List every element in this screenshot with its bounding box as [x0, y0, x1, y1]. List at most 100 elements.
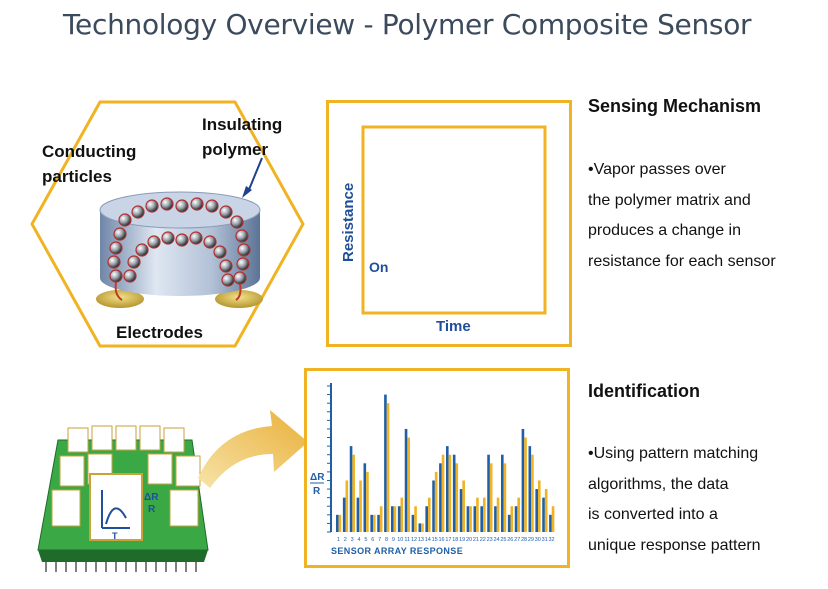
- page-title: Technology Overview - Polymer Composite …: [63, 8, 752, 41]
- bar-sensor-31-gold: [544, 489, 548, 532]
- bar-sensor-10-blue: [397, 506, 401, 532]
- resistance-plot-frame: [326, 100, 572, 347]
- x-tick-26: 26: [507, 537, 513, 543]
- label-conducting: Conducting: [42, 142, 137, 161]
- bar-sensor-16-gold: [441, 454, 445, 532]
- bar-sensor-23-gold: [489, 463, 493, 532]
- bar-sensor-28-gold: [524, 437, 527, 532]
- mechanism-line-3: produces a change in: [588, 222, 741, 239]
- x-tick-1: 1: [337, 537, 340, 543]
- x-tick-19: 19: [459, 537, 465, 543]
- x-tick-2: 2: [344, 537, 347, 543]
- on-label: On: [369, 259, 388, 275]
- bar-sensor-20-blue: [466, 506, 470, 532]
- bar-sensor-15-gold: [434, 471, 438, 532]
- bar-sensor-20-gold: [469, 506, 472, 532]
- bar-sensor-8-gold: [386, 403, 390, 532]
- bar-sensor-5-blue: [363, 463, 367, 532]
- bar-sensor-9-blue: [391, 506, 394, 532]
- identification-line-3: is converted into a: [588, 506, 718, 523]
- chip-tile-curve: [101, 490, 130, 529]
- bar-sensor-26-blue: [507, 514, 511, 532]
- insulating-arrow-head: [242, 186, 252, 198]
- bar-sensor-31-blue: [542, 497, 545, 532]
- conducting-particles: [107, 197, 251, 287]
- bar-sensor-23-blue: [487, 454, 490, 532]
- bar-sensor-12-gold: [414, 506, 417, 532]
- bar-sensor-26-gold: [510, 506, 514, 532]
- x-tick-6: 6: [371, 537, 374, 543]
- label-electrodes: Electrodes: [116, 323, 203, 342]
- identification-text: •Using pattern matching algorithms, the …: [588, 439, 761, 561]
- x-tick-22: 22: [480, 537, 486, 543]
- bar-sensor-9-gold: [393, 506, 397, 532]
- hexagon-frame: [30, 100, 305, 348]
- x-tick-15: 15: [432, 537, 438, 543]
- bar-sensor-3-blue: [349, 446, 353, 532]
- bar-sensor-29-gold: [531, 454, 534, 532]
- bar-sensor-4-blue: [356, 497, 360, 532]
- bar-sensor-22-gold: [482, 497, 486, 532]
- x-tick-9: 9: [392, 537, 395, 543]
- bar-sensor-19-blue: [459, 489, 463, 532]
- bar-sensor-32-blue: [549, 514, 552, 532]
- sensor-hexagon-diagram: [30, 100, 305, 348]
- bar-sensor-2-blue: [342, 497, 346, 532]
- x-tick-5: 5: [364, 537, 367, 543]
- x-tick-16: 16: [439, 537, 445, 543]
- bar-sensor-8-blue: [384, 394, 387, 532]
- x-tick-10: 10: [397, 537, 403, 543]
- mechanism-line-4: resistance for each sensor: [588, 252, 776, 270]
- bar-sensor-19-gold: [462, 480, 465, 532]
- bar-sensor-2-gold: [345, 480, 349, 532]
- x-tick-13: 13: [418, 537, 424, 543]
- right-electrode: [215, 290, 263, 308]
- left-lead-wire: [114, 281, 123, 301]
- resistance-axis-label: Resistance: [340, 183, 357, 262]
- bar-sensor-17-gold: [448, 454, 452, 532]
- response-bars: [336, 394, 555, 532]
- bar-sensor-11-blue: [404, 428, 408, 532]
- chip-pins: [45, 562, 197, 572]
- bar-sensor-30-blue: [535, 489, 538, 532]
- label-insulating: Insulating: [202, 115, 283, 134]
- response-xlabel: SENSOR ARRAY RESPONSE: [331, 546, 463, 556]
- bar-sensor-11-gold: [407, 437, 410, 532]
- time-axis-label: Time: [436, 318, 471, 335]
- bar-sensor-18-blue: [452, 454, 456, 532]
- label-particles: particles: [42, 167, 112, 186]
- x-tick-18: 18: [452, 537, 458, 543]
- insulating-arrow: [247, 157, 263, 193]
- chip-board-edge: [38, 550, 208, 562]
- x-tick-28: 28: [521, 537, 527, 543]
- resistance-plot-axes-box: [361, 125, 547, 315]
- bar-sensor-21-blue: [473, 506, 477, 532]
- x-tick-25: 25: [500, 537, 506, 543]
- identification-line-1: •Using pattern matching: [588, 445, 759, 462]
- bar-sensor-30-gold: [537, 480, 541, 532]
- identification-heading: Identification: [588, 381, 700, 401]
- label-polymer: polymer: [202, 140, 269, 159]
- response-y-ticks: [327, 385, 331, 533]
- bar-sensor-32-gold: [551, 506, 555, 532]
- bar-sensor-13-gold: [421, 523, 424, 532]
- bar-sensor-16-blue: [439, 463, 442, 532]
- x-tick-14: 14: [425, 537, 431, 543]
- x-tick-31: 31: [542, 537, 548, 543]
- bar-sensor-10-gold: [400, 497, 404, 532]
- x-tick-12: 12: [411, 537, 417, 543]
- bar-sensor-25-gold: [503, 463, 507, 532]
- bar-sensor-4-gold: [359, 480, 362, 532]
- bar-sensor-14-gold: [427, 497, 431, 532]
- curved-arrow-shape: [198, 410, 308, 488]
- x-tick-4: 4: [358, 537, 361, 543]
- chip-tile-symbol: ΔR: [144, 492, 159, 503]
- bar-sensor-29-blue: [528, 446, 532, 532]
- sensing-mechanism-heading: Sensing Mechanism: [588, 96, 762, 116]
- bar-sensor-1-blue: [336, 514, 339, 532]
- x-tick-7: 7: [378, 537, 381, 543]
- response-ylabel-top: ΔR: [310, 472, 325, 483]
- x-tick-29: 29: [528, 537, 534, 543]
- curved-arrow: [198, 410, 308, 488]
